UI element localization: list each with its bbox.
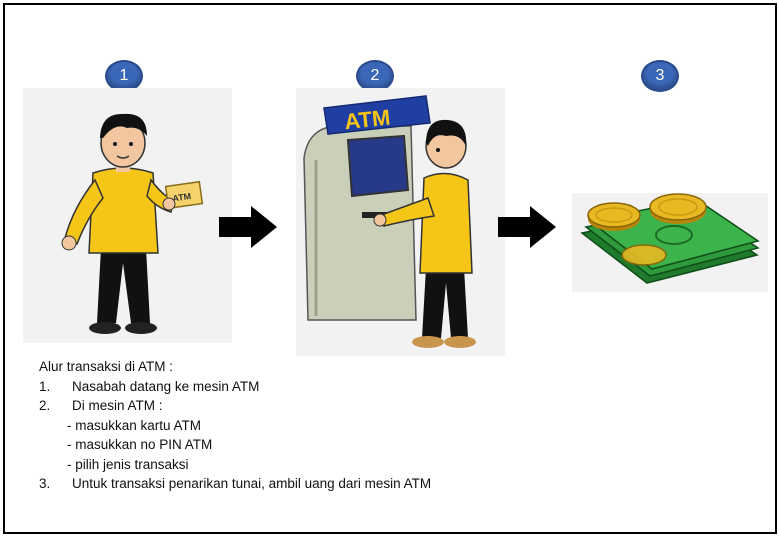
list-item: 1. Nasabah datang ke mesin ATM [39, 377, 431, 397]
step-1-badge: 1 [105, 60, 143, 92]
description-intro: Alur transaksi di ATM : [39, 359, 174, 374]
arrow-right-icon [498, 206, 556, 248]
transaction-description: Alur transaksi di ATM : 1. Nasabah datang… [39, 357, 431, 494]
person-at-atm-illustration: ATM [296, 88, 505, 356]
sub-list-item: - pilih jenis transaksi [67, 456, 189, 472]
list-item-number: 3. [39, 476, 51, 491]
sub-list-item: - masukkan kartu ATM [67, 417, 202, 433]
money-illustration [572, 193, 768, 292]
list-item: 3. Untuk transaksi penarikan tunai, ambil… [39, 474, 431, 494]
list-item-text: Untuk transaksi penarikan tunai, ambil u… [72, 476, 432, 491]
list-item-number: 2. [39, 398, 51, 413]
arrow-right-icon [219, 206, 277, 248]
step-3-badge: 3 [641, 60, 679, 92]
atm-card-label: ATM [172, 191, 192, 204]
atm-machine-sign: ATM [343, 105, 391, 135]
list-item-text: Nasabah datang ke mesin ATM [72, 378, 260, 394]
person-holding-card-illustration: ATM [23, 88, 232, 343]
list-item-number: 1. [39, 378, 51, 394]
list-item: 2. Di mesin ATM : [39, 396, 431, 416]
list-item-text: Di mesin ATM : [72, 398, 163, 413]
sub-list-item: - masukkan no PIN ATM [67, 437, 213, 452]
